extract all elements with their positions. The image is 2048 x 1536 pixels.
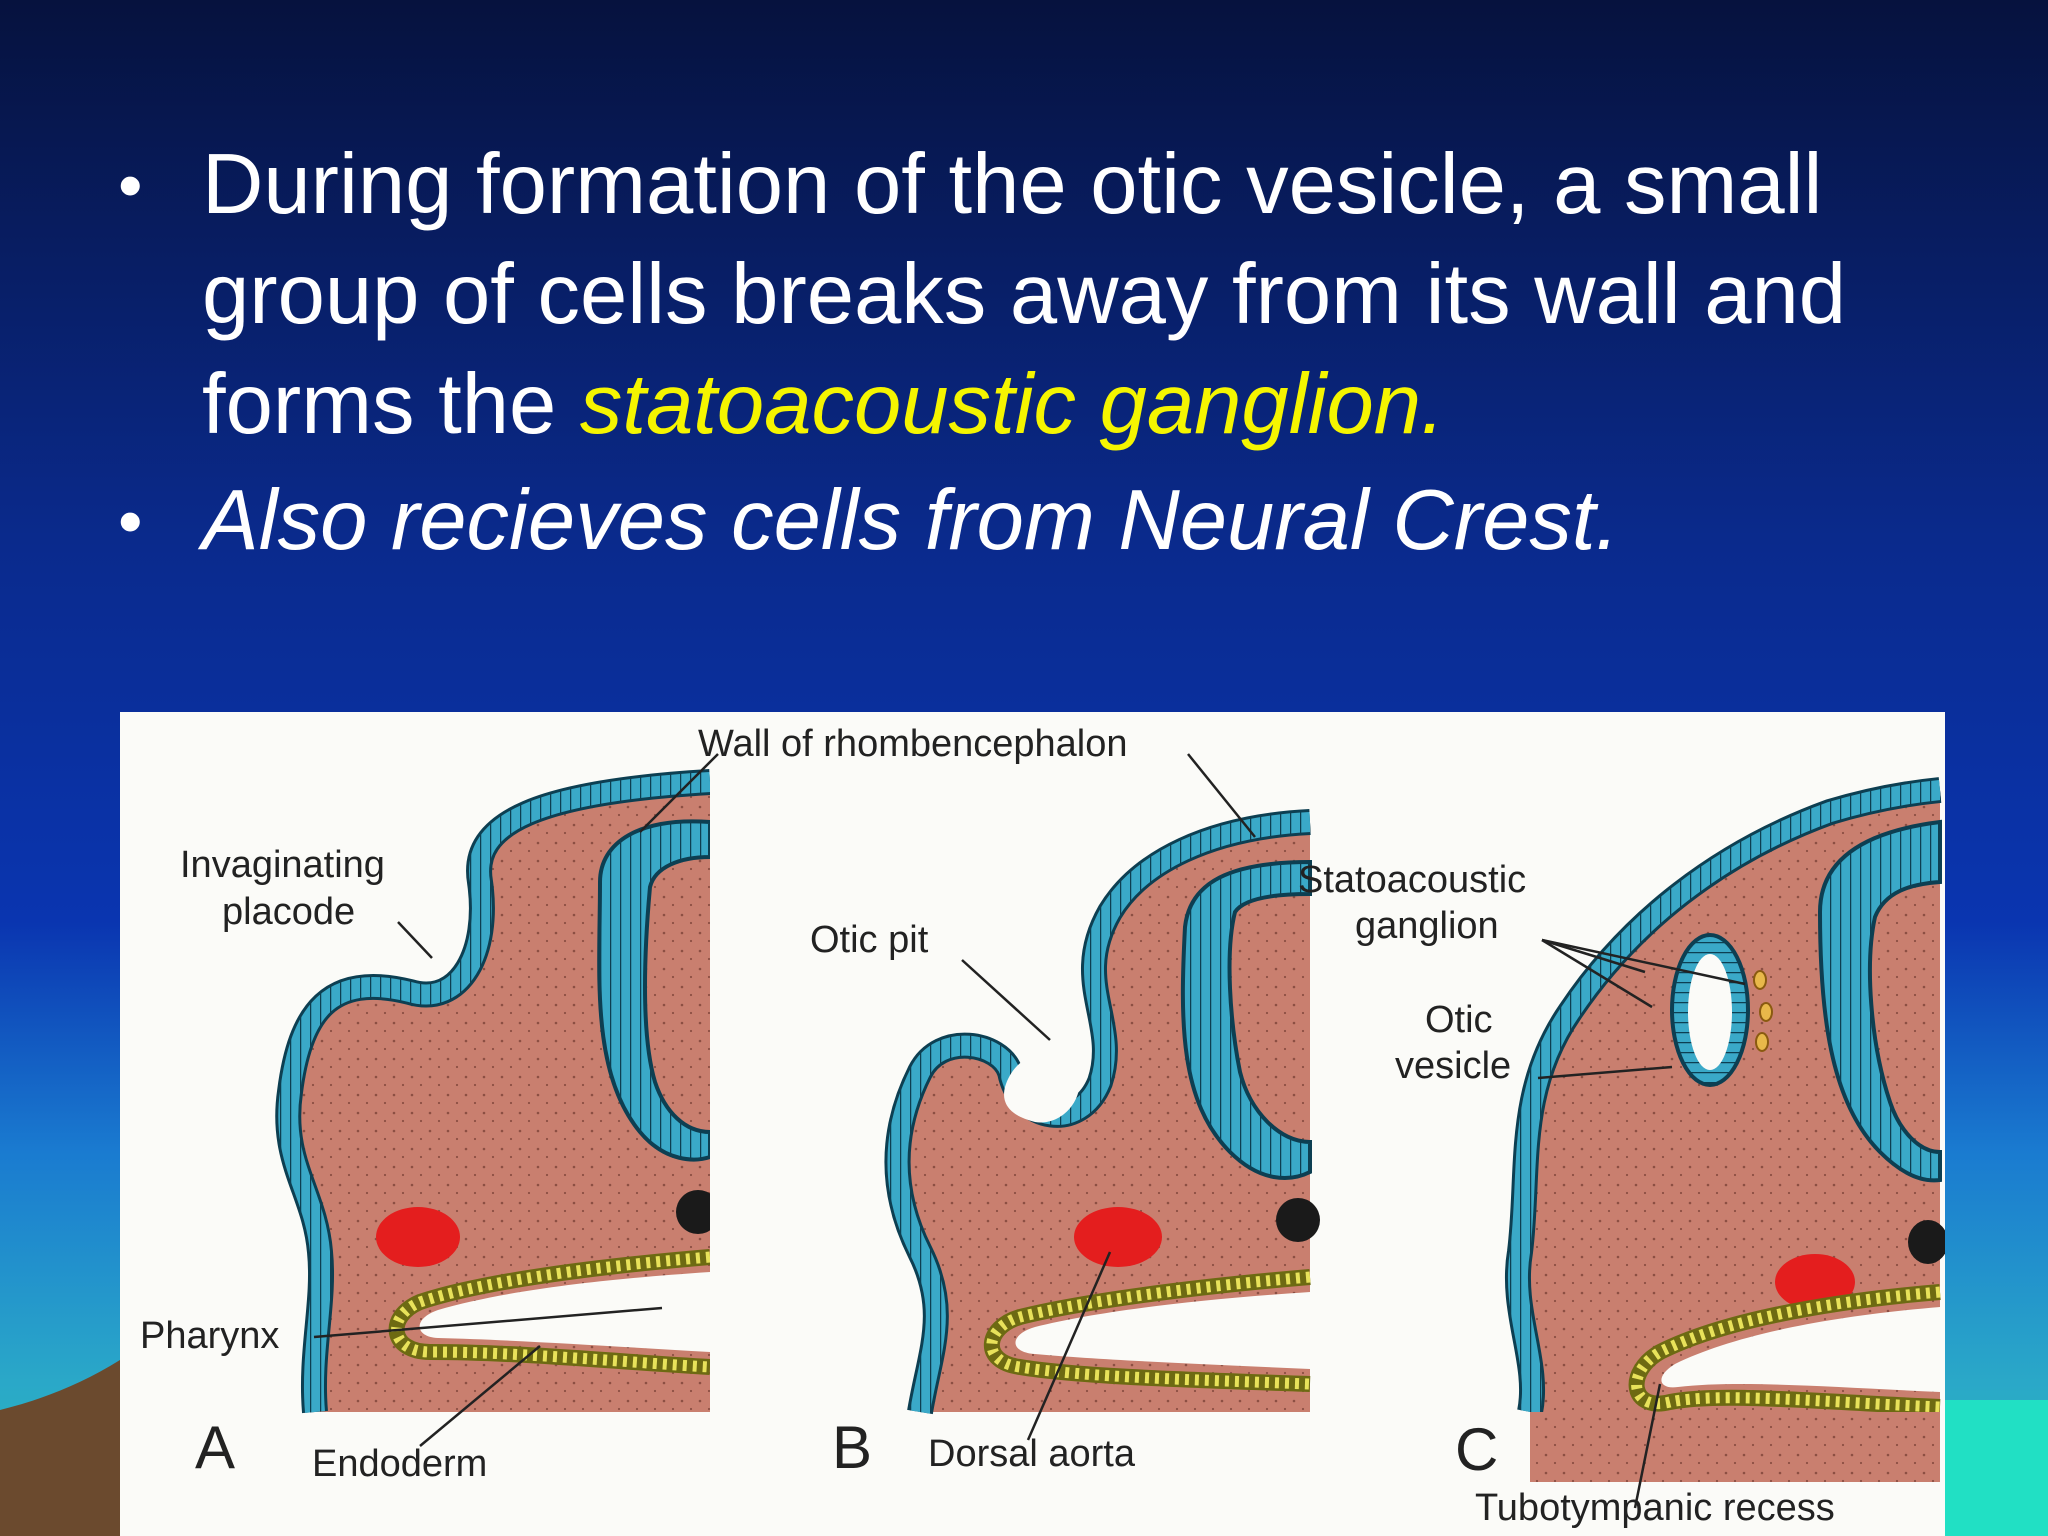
figure-labels: Wall of rhombencephalon Invaginating pla…: [140, 723, 1835, 1529]
otic-pit-lumen: [1004, 1053, 1080, 1123]
notochord-c: [1908, 1220, 1945, 1264]
label-placode: placode: [222, 891, 355, 933]
label-invaginating: Invaginating: [180, 844, 385, 886]
panel-a: A: [195, 769, 720, 1481]
bullet-item-1: • During formation of the otic vesicle, …: [118, 130, 1978, 460]
lower-mesenchyme-c: [1530, 1412, 1940, 1482]
panel-c: C: [1455, 777, 1945, 1483]
notochord-b: [1276, 1198, 1320, 1242]
label-statoacoustic: Statoacoustic: [1298, 859, 1526, 901]
pharynx-lumen-a: [419, 1272, 710, 1352]
panel-label-a: A: [195, 1414, 235, 1481]
teal-corner: [1945, 1400, 2048, 1536]
label-ganglion: ganglion: [1355, 905, 1499, 947]
neural-tube-wall-c: [1817, 819, 1942, 1183]
pharynx-lumen-b: [1015, 1292, 1310, 1369]
label-tubotympanic-recess: Tubotympanic recess: [1475, 1487, 1835, 1529]
bullet-list: • During formation of the otic vesicle, …: [118, 130, 1978, 576]
hill-shape: [0, 1360, 120, 1536]
bullet-text-2: Also recieves cells from Neural Crest.: [202, 473, 1620, 568]
ganglion-cell-3: [1755, 1032, 1769, 1052]
panel-b: B: [710, 712, 1320, 1536]
vessel-a: [376, 1207, 460, 1267]
label-wall-of-rhombencephalon: Wall of rhombencephalon: [698, 723, 1128, 765]
notochord-a: [676, 1190, 720, 1234]
label-pharynx: Pharynx: [140, 1315, 279, 1357]
bullet-item-2: • Also recieves cells from Neural Crest.: [118, 466, 1978, 576]
ganglion-cell-1: [1753, 970, 1767, 990]
bullet-dot-icon: •: [118, 146, 143, 224]
label-otic-pit: Otic pit: [810, 919, 929, 961]
highlight-term: statoacoustic ganglion.: [579, 357, 1445, 452]
pharynx-lumen-c: [1661, 1307, 1940, 1392]
vessel-b: [1074, 1207, 1162, 1267]
panel-label-b: B: [832, 1414, 872, 1481]
label-vesicle: vesicle: [1395, 1045, 1511, 1087]
leader-lines: [313, 753, 1746, 1509]
neural-tube-wall-b: [1180, 859, 1312, 1180]
label-otic: Otic: [1425, 999, 1493, 1041]
bullet-text-1: During formation of the otic vesicle, a …: [202, 137, 1847, 452]
ganglion-cell-2: [1759, 1002, 1773, 1022]
label-dorsal-aorta: Dorsal aorta: [928, 1433, 1136, 1475]
neural-tube-wall-a: [597, 819, 712, 1162]
label-endoderm: Endoderm: [312, 1443, 487, 1485]
otic-vesicle-lumen: [1688, 954, 1732, 1070]
panel-label-c: C: [1455, 1416, 1498, 1483]
bullet-dot-icon: •: [118, 482, 143, 560]
otic-vesicle-diagram: A B C: [120, 712, 1945, 1536]
